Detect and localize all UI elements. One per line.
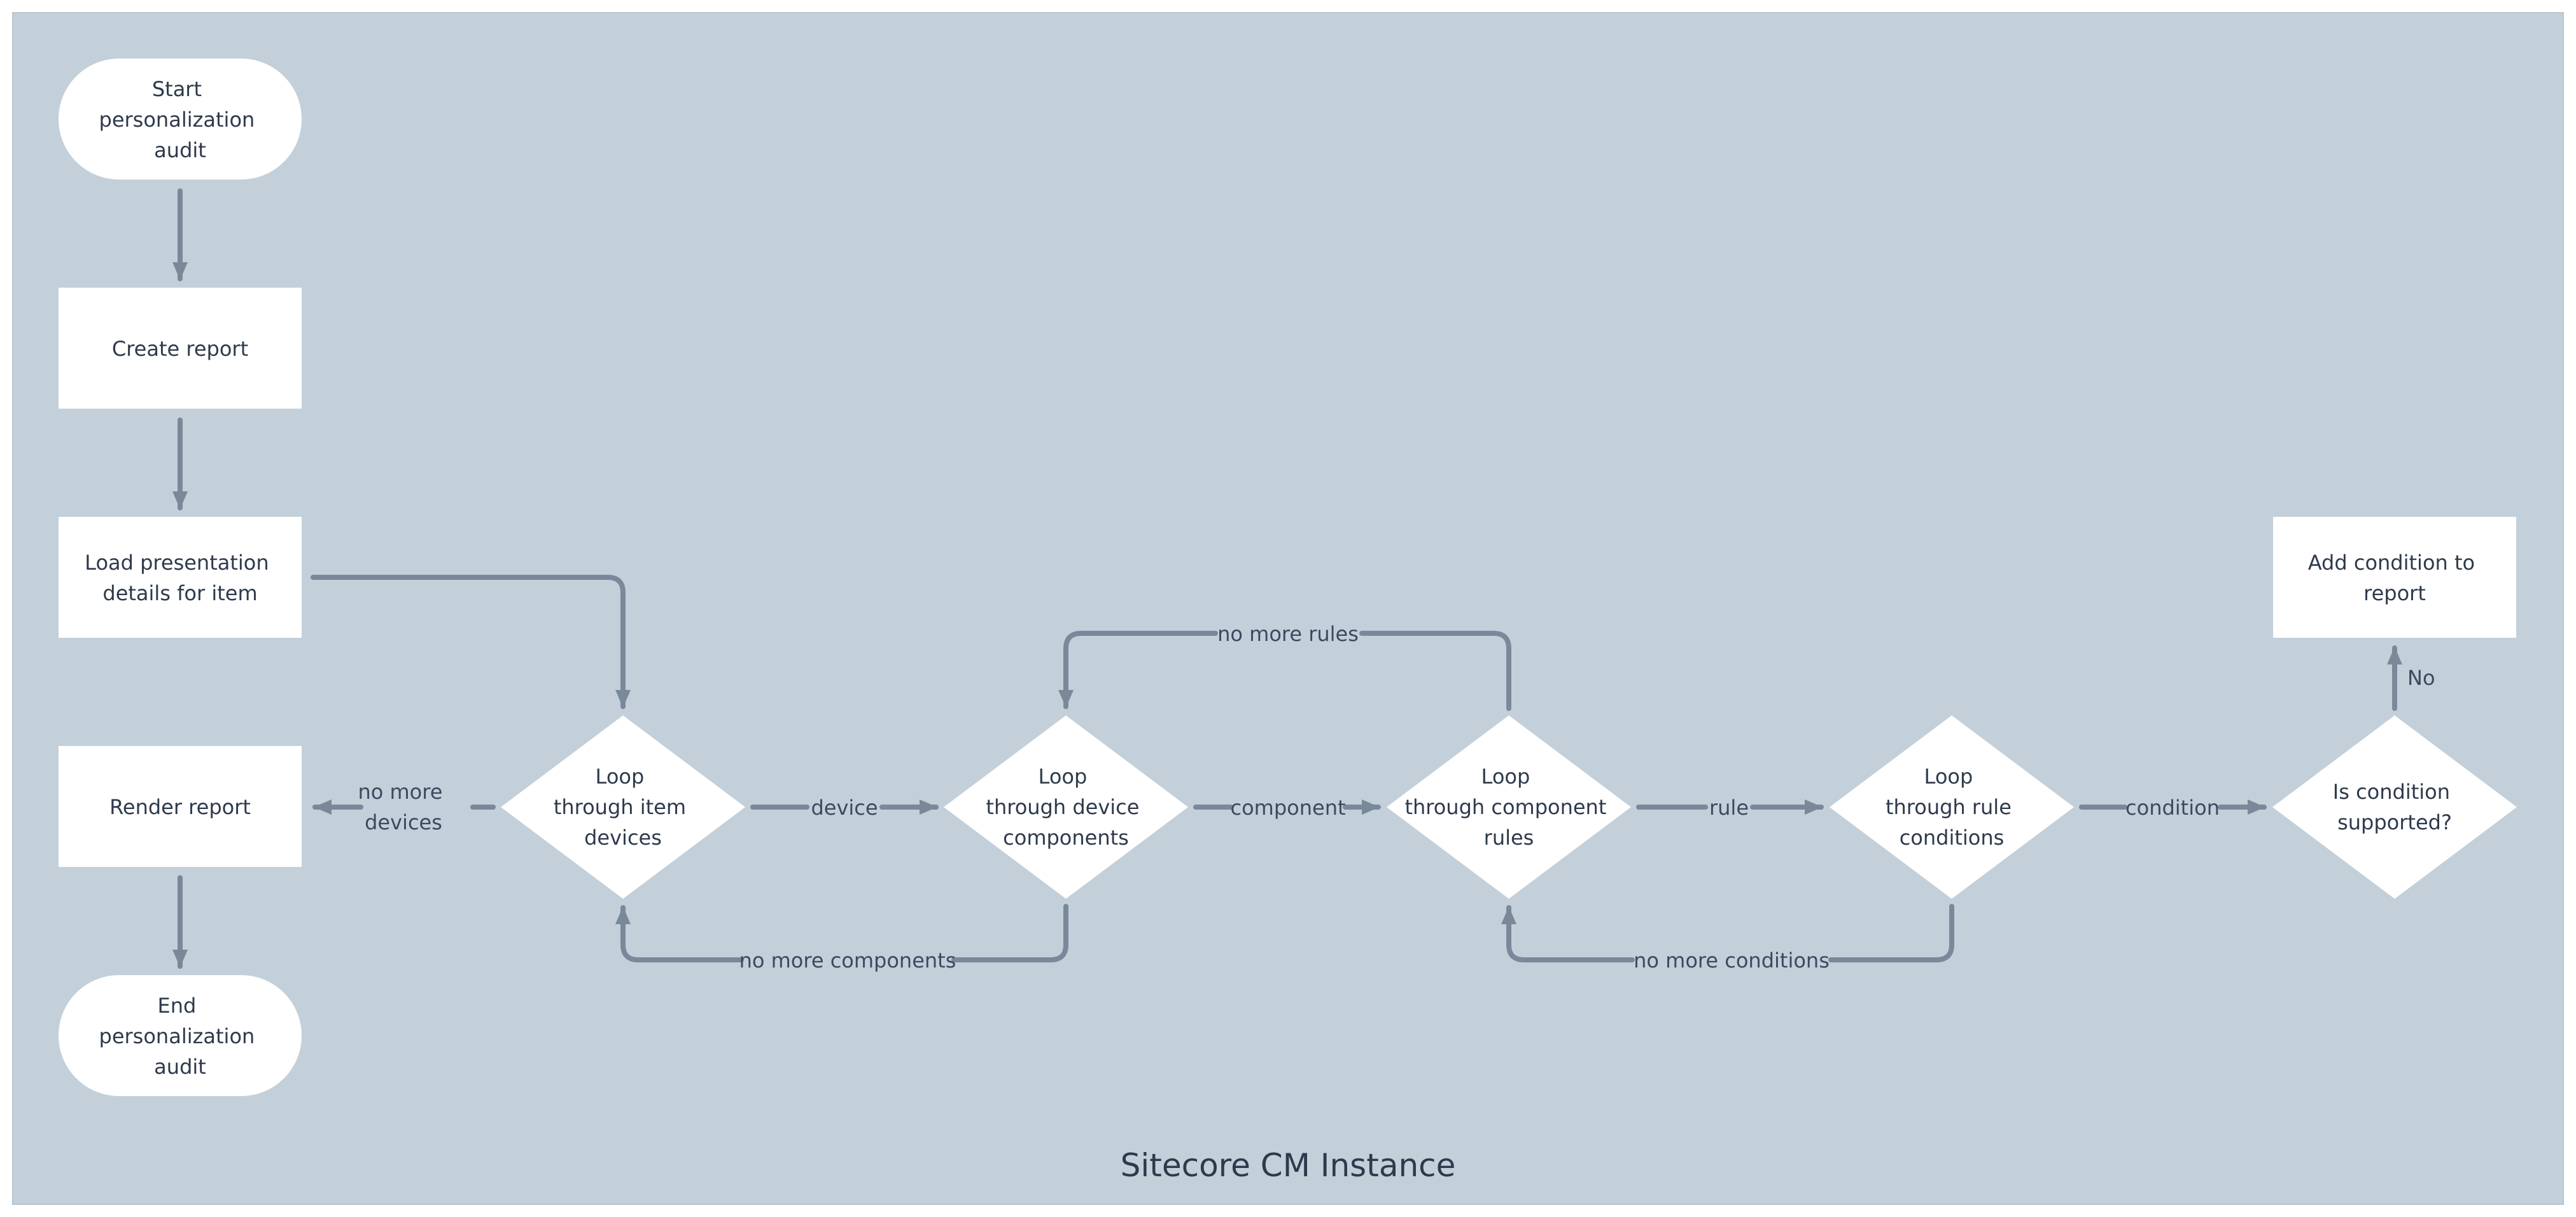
node-label: End personalization audit	[99, 994, 262, 1079]
node-label: Loop through device components	[986, 764, 1145, 850]
node-label: Add condition to report	[2308, 551, 2482, 605]
edge-no-more-components	[623, 906, 1068, 962]
node-loop-devices: Loop through item devices	[501, 715, 745, 899]
edge-label-no-more-rules: no more rules	[1217, 622, 1359, 646]
edge-label-device: device	[811, 796, 878, 820]
container-box	[12, 12, 2564, 1205]
edge-no-more-rules	[1066, 631, 1511, 708]
node-label: Render report	[109, 795, 251, 819]
process-shape	[59, 517, 302, 638]
node-label: Loop through item devices	[554, 764, 692, 850]
node-label: Load presentation details for item	[85, 551, 276, 605]
edge-label-rule: rule	[1709, 796, 1749, 820]
node-label: Start personalization audit	[99, 77, 262, 162]
node-render-report: Render report	[59, 746, 302, 867]
edge-no-more-conditions	[1509, 906, 1954, 962]
edge-label-no-more-components: no more components	[739, 948, 956, 973]
node-create-report: Create report	[59, 288, 302, 409]
decision-shape	[1830, 715, 2074, 899]
decision-shape	[501, 715, 745, 899]
container-label: Sitecore CM Instance	[1121, 1147, 1456, 1184]
terminator-shape	[59, 975, 302, 1096]
edge-label-no-more-devices: no more devices	[358, 780, 449, 834]
node-label: Loop through component rules	[1404, 764, 1613, 850]
node-loop-components: Loop through device components	[944, 715, 1188, 899]
edge-labels: no more devices device no more component…	[358, 622, 2435, 973]
decision-shape	[944, 715, 1188, 899]
decision-shape	[2272, 715, 2517, 899]
process-shape	[59, 746, 302, 867]
process-shape	[2273, 517, 2516, 638]
node-label: Loop through rule conditions	[1886, 764, 2018, 850]
node-is-supported: Is condition supported?	[2272, 715, 2517, 899]
edge-label-no: No	[2407, 666, 2435, 690]
decision-shape	[1387, 715, 1631, 899]
node-loop-conditions: Loop through rule conditions	[1830, 715, 2074, 899]
node-end: End personalization audit	[59, 975, 302, 1096]
edge-label-component: component	[1230, 796, 1345, 820]
node-add-condition: Add condition to report	[2273, 517, 2516, 638]
node-loop-rules: Loop through component rules	[1387, 715, 1631, 899]
edge-load-details-to-loop-devices	[311, 575, 631, 709]
edges	[172, 188, 2402, 969]
edge-label-condition: condition	[2125, 796, 2220, 820]
node-load-details: Load presentation details for item	[59, 517, 302, 638]
node-label: Create report	[112, 337, 248, 361]
terminator-shape	[59, 59, 302, 179]
edge-label-no-more-conditions: no more conditions	[1634, 948, 1830, 973]
process-shape	[59, 288, 302, 409]
node-label: Is condition supported?	[2333, 780, 2456, 834]
node-start: Start personalization audit	[59, 59, 302, 179]
